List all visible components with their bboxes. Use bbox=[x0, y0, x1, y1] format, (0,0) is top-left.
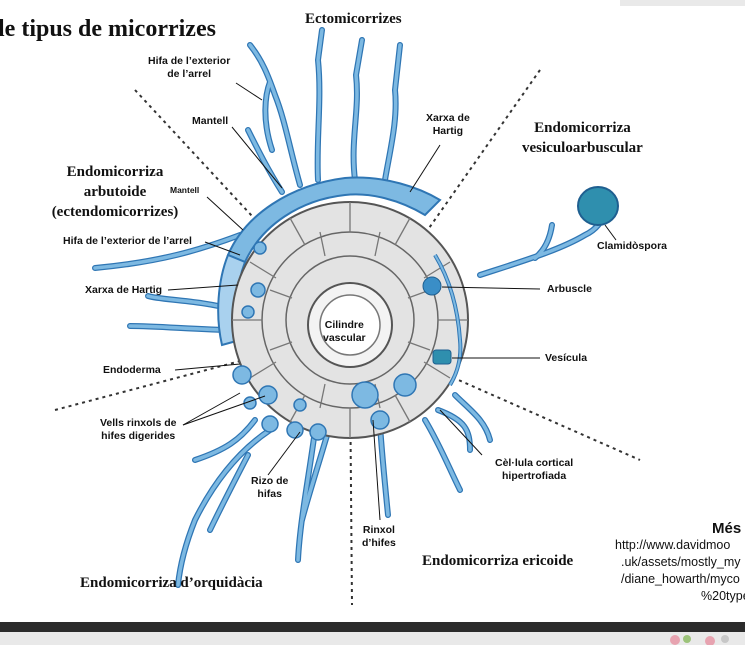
label-hifa-exterior-ecto-line2: de l’arrel bbox=[167, 68, 212, 81]
label-xarxa-hartig-arbutoide: Xarxa de Hartig bbox=[85, 284, 163, 296]
heading-vesiculoarbuscular-line2: vesiculoarbuscular bbox=[522, 140, 643, 156]
label-cilindre-vascular-line2: vascular bbox=[323, 332, 366, 345]
label-rinxol-hifes-line2: d’hifes bbox=[362, 537, 396, 550]
flower-decoration-icon bbox=[670, 635, 729, 645]
label-xarxa-hartig-ecto: Xarxa de Hartig bbox=[426, 112, 470, 138]
cell-walls bbox=[232, 202, 468, 438]
label-hifa-exterior-ecto: Hifa de l’exterior de l’arrel bbox=[148, 55, 230, 81]
heading-orquidacia: Endomicorriza d’orquidàcia bbox=[80, 575, 263, 591]
label-clamidospora: Clamidòspora bbox=[597, 240, 668, 252]
heading-arbutoide-line3: (ectendomicorrizes) bbox=[51, 204, 179, 220]
label-vells-rinxols-line1: Vells rinxols de bbox=[100, 417, 177, 429]
fungal-mantle bbox=[217, 176, 442, 347]
top-toolbar-strip bbox=[620, 0, 745, 6]
label-hifa-exterior-arbutoide: Hifa de l’exterior de l’arrel bbox=[63, 235, 192, 247]
label-vells-rinxols: Vells rinxols de hifes digerides bbox=[100, 417, 176, 443]
arbuscule bbox=[422, 276, 442, 296]
label-xarxa-hartig-ecto-line1: Xarxa de bbox=[426, 112, 470, 124]
link-line-3[interactable]: /diane_howarth/myco bbox=[621, 572, 740, 586]
heading-vesiculoarbuscular: Endomicorriza vesiculoarbuscular bbox=[522, 118, 643, 158]
more-label: Més bbox=[712, 520, 742, 537]
label-rinxol-hifes: Rinxol d’hifes bbox=[362, 524, 396, 550]
bottom-bar bbox=[0, 622, 745, 632]
label-rinxol-hifes-line1: Rinxol bbox=[362, 524, 395, 536]
label-mantell-ecto: Mantell bbox=[192, 115, 229, 127]
slide: le tipus de micorrizes bbox=[0, 0, 745, 606]
label-endoderma: Endoderma bbox=[103, 364, 161, 376]
label-hifa-exterior-ecto-line1: Hifa de l’exterior bbox=[148, 55, 231, 67]
link-line-2[interactable]: .uk/assets/mostly_my bbox=[621, 555, 741, 569]
label-cilindre-vascular: Cilindre vascular bbox=[323, 319, 366, 345]
label-vesicula: Vesícula bbox=[545, 352, 588, 364]
label-arbuscle: Arbuscle bbox=[547, 283, 592, 295]
cortex-mid-ring bbox=[285, 255, 415, 385]
label-mantell-arbutoide: Mantell bbox=[170, 185, 200, 195]
am-structures bbox=[422, 186, 619, 387]
label-xarxa-hartig-ecto-line2: Hartig bbox=[432, 125, 464, 138]
leader-lines bbox=[167, 82, 617, 521]
label-celula-cortical-line2: hipertrofiada bbox=[502, 470, 567, 483]
label-rizo-hifas-line1: Rizo de bbox=[251, 475, 289, 487]
label-celula-cortical-line1: Cèl·lula cortical bbox=[495, 457, 574, 469]
label-rizo-hifas-line2: hifas bbox=[257, 488, 282, 501]
heading-ectomicorrizes: Ectomicorrizes bbox=[305, 11, 402, 27]
heading-ericoide: Endomicorriza ericoide bbox=[422, 553, 574, 569]
mycorrhiza-diagram bbox=[54, 27, 641, 606]
heading-arbutoide: Endomicorriza arbutoide (ectendomicorriz… bbox=[40, 162, 190, 222]
label-vells-rinxols-line2: hifes digerides bbox=[101, 430, 176, 443]
heading-arbutoide-line2: arbutoide bbox=[83, 184, 147, 200]
slide-title: le tipus de micorrizes bbox=[0, 16, 216, 42]
bottom-strip bbox=[0, 632, 745, 645]
link-line-4[interactable]: %20type bbox=[701, 589, 745, 603]
vascular-cylinder bbox=[319, 294, 381, 356]
link-line-1[interactable]: http://www.davidmoo bbox=[615, 538, 731, 552]
heading-arbutoide-line1: Endomicorriza bbox=[66, 164, 164, 180]
reference-link-block[interactable]: Més http://www.davidmoo .uk/assets/mostl… bbox=[615, 520, 745, 605]
chlamydospore bbox=[577, 186, 619, 226]
vesicle bbox=[432, 349, 452, 365]
label-rizo-hifas: Rizo de hifas bbox=[251, 475, 288, 501]
label-celula-cortical: Cèl·lula cortical hipertrofiada bbox=[495, 457, 573, 483]
heading-vesiculoarbuscular-line1: Endomicorriza bbox=[534, 120, 631, 136]
label-cilindre-vascular-line1: Cilindre bbox=[324, 319, 364, 331]
